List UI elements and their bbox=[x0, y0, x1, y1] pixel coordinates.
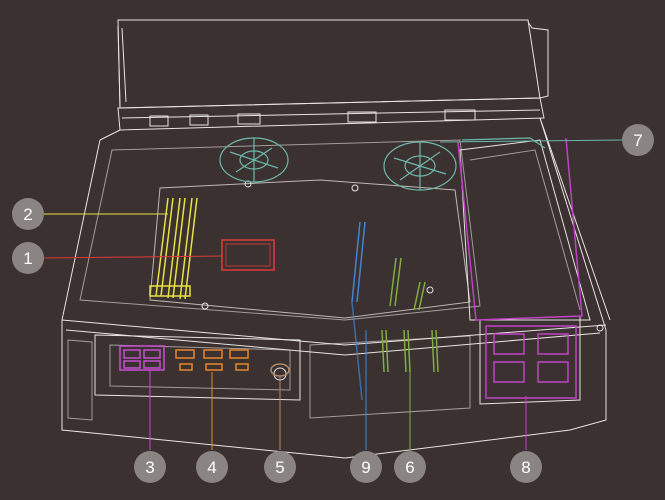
fans bbox=[219, 137, 546, 191]
callout-4: 4 bbox=[196, 451, 228, 483]
callout-8: 8 bbox=[510, 451, 542, 483]
callout-8-label: 8 bbox=[521, 458, 530, 477]
callout-7-label: 7 bbox=[633, 131, 642, 150]
callout-5: 5 bbox=[264, 451, 296, 483]
callout-7: 7 bbox=[622, 124, 654, 156]
pcie-slots bbox=[381, 257, 439, 373]
callout-9: 9 bbox=[350, 451, 382, 483]
callout-2: 2 bbox=[12, 198, 44, 230]
leader-lines bbox=[43, 139, 623, 450]
callout-9-label: 9 bbox=[361, 458, 370, 477]
callout-6: 6 bbox=[394, 451, 426, 483]
callout-4-label: 4 bbox=[207, 458, 216, 477]
callout-2-label: 2 bbox=[23, 205, 32, 224]
chassis-outline bbox=[61, 19, 611, 459]
callout-6-label: 6 bbox=[405, 458, 414, 477]
dimm-slots bbox=[149, 197, 198, 300]
power-supply bbox=[457, 137, 583, 399]
io-video-ports bbox=[175, 349, 249, 371]
callout-1-label: 1 bbox=[23, 249, 32, 268]
callout-5-label: 5 bbox=[275, 458, 284, 477]
io-usb-lan bbox=[119, 345, 165, 371]
callout-3-label: 3 bbox=[145, 458, 154, 477]
callout-1: 1 bbox=[12, 242, 44, 274]
callout-3: 3 bbox=[134, 451, 166, 483]
pcie-x16-slot bbox=[351, 221, 366, 401]
cpu bbox=[221, 239, 275, 271]
power-button bbox=[270, 363, 290, 377]
